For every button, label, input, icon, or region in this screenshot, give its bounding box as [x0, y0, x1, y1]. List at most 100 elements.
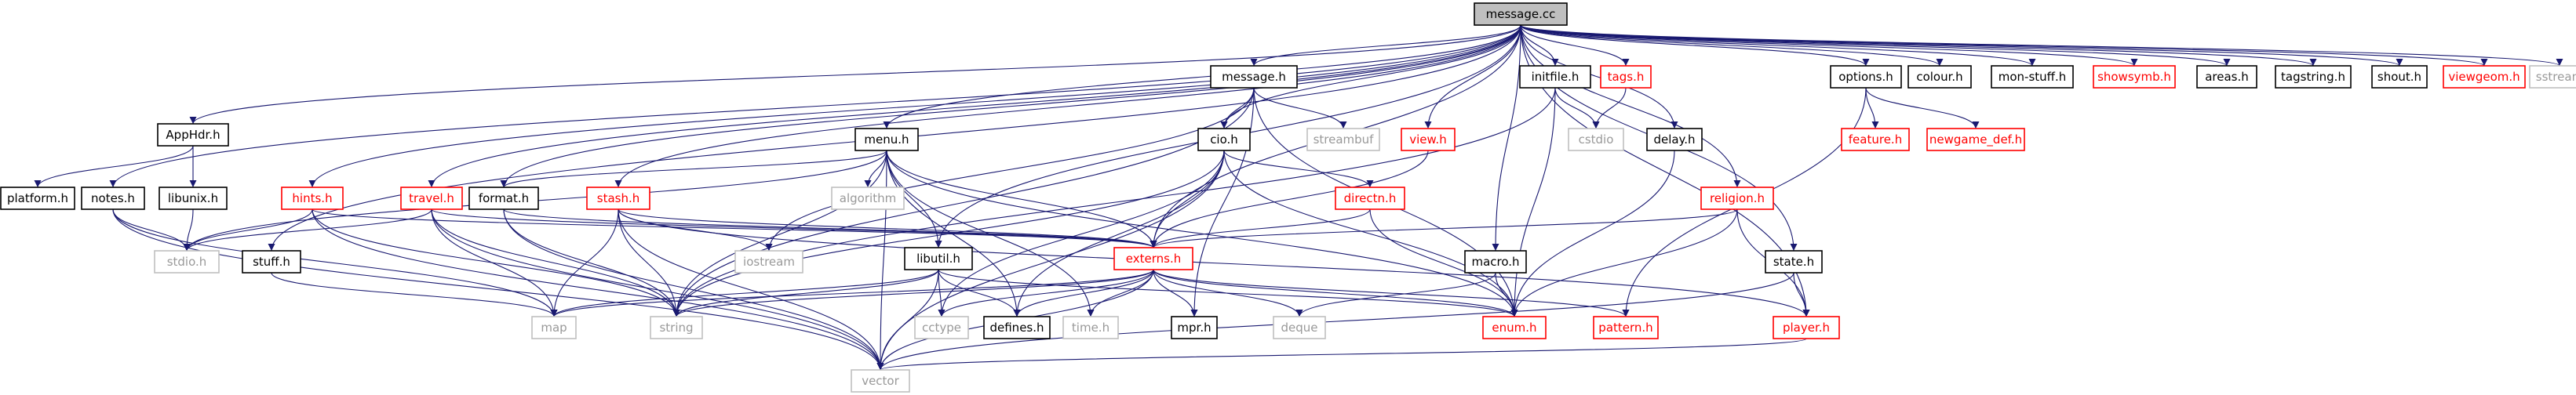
edge-line — [1510, 87, 1556, 317]
node-libutil-h[interactable]: libutil.h — [904, 247, 973, 270]
node-view-h[interactable]: view.h — [1401, 128, 1456, 151]
node-menu-h[interactable]: menu.h — [854, 128, 919, 151]
node-tagstring-h[interactable]: tagstring.h — [2275, 65, 2352, 89]
node-label: libunix.h — [168, 191, 218, 205]
node-feature-h[interactable]: feature.h — [1841, 128, 1910, 151]
node-cio-h[interactable]: cio.h — [1197, 128, 1251, 151]
node-box — [1841, 128, 1910, 151]
node-sstream: sstream — [2529, 65, 2576, 89]
node-directn-h[interactable]: directn.h — [1335, 187, 1405, 210]
edge-message_cc-to-colour_h — [1520, 24, 1944, 67]
node-mon-stuff-h[interactable]: mon-stuff.h — [1991, 65, 2074, 89]
node-viewgeom-h[interactable]: viewgeom.h — [2443, 65, 2526, 89]
node-enum-h[interactable]: enum.h — [1482, 316, 1547, 339]
node-streambuf: streambuf — [1306, 128, 1380, 151]
edge-macro_h-to-deque — [1295, 272, 1496, 317]
edge-line — [876, 269, 939, 371]
edge-message_cc-to-stash_h — [614, 24, 1521, 188]
edge-line — [1295, 272, 1496, 317]
node-colour-h[interactable]: colour.h — [1907, 65, 1972, 89]
node-travel-h[interactable]: travel.h — [400, 187, 463, 210]
edge-line — [1520, 24, 1678, 129]
edge-line — [1592, 87, 1627, 129]
node-player-h[interactable]: player.h — [1773, 316, 1840, 339]
node-externs-h[interactable]: externs.h — [1113, 247, 1193, 270]
edge-stash_h-to-map — [550, 208, 619, 317]
node-hints-h[interactable]: hints.h — [281, 187, 344, 210]
edge-format_h-to-externs_h — [503, 208, 1157, 248]
edge-line — [1250, 24, 1521, 67]
edge-travel_h-to-vector — [431, 208, 884, 371]
edge-travel_h-to-stdio_h — [183, 208, 432, 252]
edge-line — [618, 208, 1157, 248]
node-areas-h[interactable]: areas.h — [2196, 65, 2257, 89]
node-notes-h[interactable]: notes.h — [81, 187, 145, 210]
node-options-h[interactable]: options.h — [1830, 65, 1902, 89]
edge-religion_h-to-externs_h — [1150, 208, 1738, 248]
node-format-h[interactable]: format.h — [468, 187, 539, 210]
node-state-h[interactable]: state.h — [1765, 250, 1823, 274]
node-label: hints.h — [292, 191, 332, 205]
node-label: options.h — [1838, 70, 1893, 84]
node-box — [81, 187, 145, 210]
edge-line — [938, 269, 1021, 317]
node-newgame-def-h[interactable]: newgame_def.h — [1926, 128, 2025, 151]
edge-libutil_h-to-vector — [876, 269, 939, 371]
node-showsymb-h[interactable]: showsymb.h — [2093, 65, 2176, 89]
node-label: colour.h — [1916, 70, 1962, 84]
node-religion-h[interactable]: religion.h — [1700, 187, 1774, 210]
node-label: stash.h — [597, 191, 640, 205]
node-label: map — [541, 321, 567, 335]
node-box — [1306, 128, 1380, 151]
edge-menu_h-to-format_h — [500, 150, 887, 188]
edge-message_cc-to-apphdr_h — [189, 24, 1521, 125]
node-initfile-h[interactable]: initfile.h — [1519, 65, 1591, 89]
node-box — [734, 250, 803, 274]
node-box — [851, 369, 910, 393]
edge-line — [183, 208, 432, 252]
node-message-cc[interactable]: message.cc — [1474, 2, 1568, 26]
node-message-h[interactable]: message.h — [1210, 65, 1298, 89]
node-label: view.h — [1409, 132, 1446, 147]
node-shout-h[interactable]: shout.h — [2371, 65, 2428, 89]
edge-line — [672, 87, 1255, 317]
edge-message_cc-to-viewgeom_h — [1520, 24, 2488, 67]
node-tags-h[interactable]: tags.h — [1600, 65, 1652, 89]
edge-line — [431, 208, 680, 317]
node-mpr-h[interactable]: mpr.h — [1171, 316, 1218, 339]
edge-stash_h-to-player_h — [618, 208, 1810, 317]
node-macro-h[interactable]: macro.h — [1464, 250, 1527, 274]
node-label: cctype — [922, 321, 961, 335]
edge-line — [1520, 24, 2231, 67]
node-defines-h[interactable]: defines.h — [983, 316, 1051, 339]
edge-libunix_h-to-stdio_h — [183, 208, 194, 252]
node-stash-h[interactable]: stash.h — [586, 187, 650, 210]
node-label: macro.h — [1471, 255, 1519, 269]
edge-line — [938, 269, 1154, 317]
node-label: tagstring.h — [2281, 70, 2345, 84]
edge-message_cc-to-areas_h — [1520, 24, 2231, 67]
node-libunix-h[interactable]: libunix.h — [158, 187, 228, 210]
node-label: pattern.h — [1598, 321, 1652, 335]
node-apphdr-h[interactable]: AppHdr.h — [157, 123, 229, 147]
edge-message_h-to-cio_h — [1220, 87, 1255, 129]
node-platform-h[interactable]: platform.h — [0, 187, 75, 210]
edge-line — [1520, 24, 1741, 188]
node-box — [1926, 128, 2025, 151]
edge-message_cc-to-format_h — [500, 24, 1521, 188]
edge-line — [34, 145, 194, 188]
edge-libutil_h-to-map — [550, 269, 939, 317]
edge-externs_h-to-mpr_h — [1153, 269, 1198, 317]
edge-line — [1253, 87, 1347, 129]
edge-stash_h-to-vector — [618, 208, 884, 371]
edge-line — [672, 87, 1556, 317]
node-label: cstdio — [1579, 132, 1614, 147]
node-delay-h[interactable]: delay.h — [1646, 128, 1703, 151]
edge-line — [109, 24, 1521, 188]
node-pattern-h[interactable]: pattern.h — [1593, 316, 1659, 339]
edge-line — [500, 150, 887, 188]
edge-line — [503, 208, 884, 371]
edge-initfile_h-to-string — [672, 87, 1556, 317]
edge-line — [1153, 269, 1303, 317]
node-stuff-h[interactable]: stuff.h — [242, 250, 301, 274]
